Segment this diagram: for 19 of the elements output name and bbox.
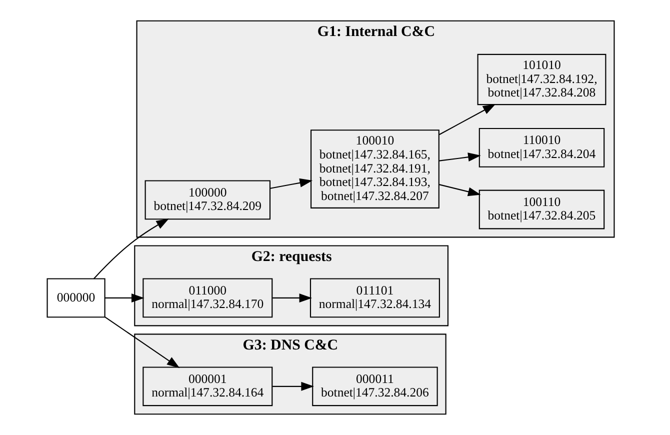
node-box: 100000 botnet|147.32.84.209: [144, 180, 271, 220]
node-box: 011000 normal|147.32.84.170: [142, 278, 273, 318]
node-box: 100010 botnet|147.32.84.165, botnet|147.32.84.191, botnet|147.32.84.193, botnet|147.32.84.207: [310, 130, 440, 208]
arrow: [438, 104, 496, 136]
node-box: 101010 botnet|147.32.84.192, botnet|147.32.84.208: [477, 54, 606, 106]
arrow: [272, 382, 314, 391]
node-box: 110010 botnet|147.32.84.204: [478, 128, 605, 168]
node-box: 000001 normal|147.32.84.164: [142, 366, 273, 406]
arrow: [272, 293, 312, 302]
arrow: [439, 152, 481, 162]
node-box: 000000: [46, 278, 106, 318]
node-box: 011101 normal|147.32.84.134: [310, 278, 440, 318]
arrow: [104, 316, 180, 368]
arrow: [93, 218, 170, 280]
arrow: [270, 178, 313, 189]
arrow: [104, 293, 144, 302]
arrow: [439, 184, 481, 196]
node-box: 100110 botnet|147.32.84.205: [478, 190, 605, 230]
node-box: 000011 botnet|147.32.84.206: [312, 366, 438, 406]
